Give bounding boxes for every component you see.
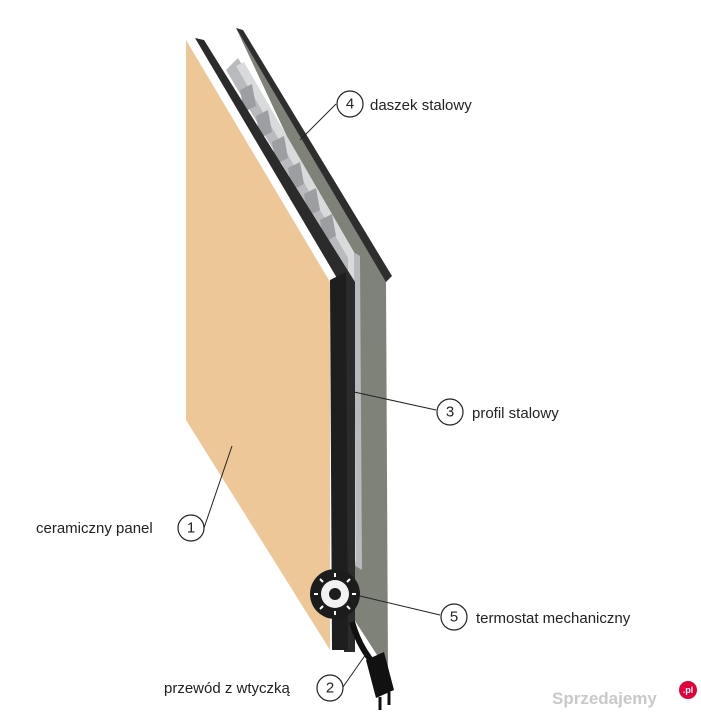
callout-3: 3 profil stalowy — [436, 398, 559, 426]
leader-line-5 — [359, 595, 441, 616]
callout-number-4: 4 — [346, 96, 354, 113]
label-ceramiczny-panel: ceramiczny panel — [36, 520, 153, 537]
leader-line-3 — [353, 391, 437, 411]
leader-line-2 — [342, 653, 367, 688]
callout-circle-5 — [440, 603, 468, 631]
callout-number-1: 1 — [187, 520, 195, 537]
label-profil-stalowy: profil stalowy — [472, 405, 559, 422]
callout-5: 5 termostat mechaniczny — [440, 603, 631, 631]
callout-number-3: 3 — [446, 404, 454, 421]
panel-frame-side — [330, 272, 348, 650]
watermark-badge — [679, 681, 697, 699]
label-daszek-stalowy: daszek stalowy — [370, 97, 472, 114]
callout-circle-1 — [177, 514, 205, 542]
label-termostat-mechaniczny: termostat mechaniczny — [476, 610, 631, 627]
callout-circle-4 — [336, 90, 364, 118]
steel-cover-top-edge — [236, 28, 392, 282]
callout-circle-3 — [436, 398, 464, 426]
ceramic-panel — [186, 40, 330, 650]
watermark-text: Sprzedajemy — [552, 689, 657, 708]
watermark-suffix: .pl — [683, 685, 694, 695]
callout-number-2: 2 — [326, 680, 334, 697]
power-cord — [349, 621, 394, 710]
callout-2: przewód z wtyczką 2 — [164, 674, 344, 702]
callout-4: 4 daszek stalowy — [336, 90, 472, 118]
label-przewod-z-wtyczka: przewód z wtyczką — [164, 680, 291, 697]
callout-1: ceramiczny panel 1 — [36, 514, 205, 542]
panel-frame — [195, 38, 355, 652]
watermark-logo: Sprzedajemy .pl — [552, 681, 697, 708]
callout-circle-2 — [316, 674, 344, 702]
leader-line-1 — [203, 445, 233, 529]
callout-number-5: 5 — [450, 609, 458, 626]
thermostat-knob — [310, 569, 360, 619]
leader-line-4 — [299, 103, 337, 141]
